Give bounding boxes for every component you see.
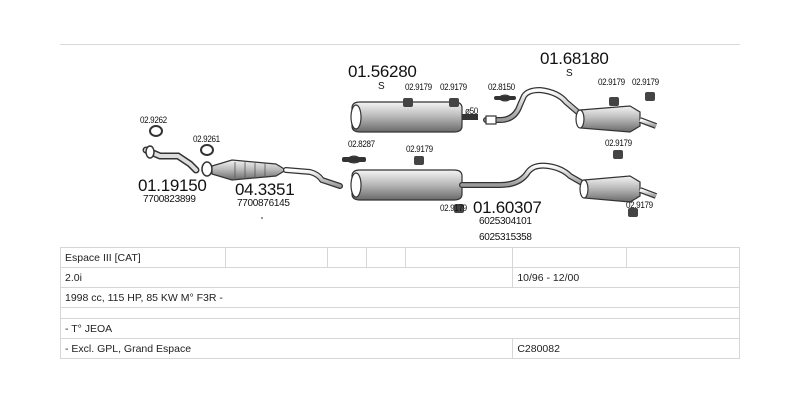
part-number-01-68180: 01.68180 bbox=[540, 49, 609, 68]
production-years: 10/96 - 12/00 bbox=[517, 271, 580, 284]
part-number-01-60307: 01.60307 bbox=[473, 198, 542, 217]
part-number-04-3351: 04.3351 bbox=[235, 180, 295, 199]
part-number-02-9179-d: 02.9179 bbox=[632, 77, 659, 87]
middle-silencer-01-60307[interactable] bbox=[350, 162, 587, 201]
part-number-02-9179-a: 02.9179 bbox=[405, 82, 432, 92]
part-number-02-9179-e: 02.9179 bbox=[406, 144, 433, 154]
pipe-upper bbox=[483, 86, 583, 125]
clamp-02-9179-d[interactable] bbox=[645, 92, 655, 101]
oem-number-7700823899: 7700823899 bbox=[143, 194, 196, 205]
top-divider bbox=[60, 44, 740, 45]
part-number-02-8150: 02.8150 bbox=[488, 82, 515, 92]
hanger-02-8287[interactable] bbox=[342, 155, 366, 164]
engine: 2.0i bbox=[65, 271, 82, 284]
engine-details: 1998 cc, 115 HP, 85 KW M° F3R - bbox=[65, 291, 223, 304]
part-number-02-9262: 02.9262 bbox=[140, 115, 167, 125]
spec-table: Espace III [CAT] 2.0i 10/96 - 12/00 1998… bbox=[59, 247, 741, 359]
part-number-02-9179-g: 02.9179 bbox=[626, 200, 653, 210]
part-number-02-9179-h: 02.9179 bbox=[440, 203, 467, 213]
rear-silencer-lower[interactable] bbox=[579, 175, 658, 203]
part-number-01-56280: 01.56280 bbox=[348, 62, 417, 81]
clamp-02-9179-g[interactable] bbox=[628, 208, 638, 217]
gasket-02-9262[interactable] bbox=[149, 125, 163, 137]
model-name: Espace III [CAT] bbox=[65, 251, 141, 264]
note-1: - T° JEOA bbox=[65, 322, 113, 335]
clamp-02-9179-a[interactable] bbox=[403, 98, 413, 107]
catalyst-04-3351[interactable] bbox=[201, 159, 343, 189]
hanger-02-8150[interactable] bbox=[494, 94, 516, 102]
clamp-02-9179-e[interactable] bbox=[414, 156, 424, 165]
part-number-02-8287: 02.8287 bbox=[348, 139, 375, 149]
s-marker-1: S bbox=[378, 81, 385, 92]
note-2: - Excl. GPL, Grand Espace bbox=[65, 342, 192, 355]
oem-number-6025315358: 6025315358 bbox=[479, 232, 532, 243]
clamp-02-9179-c[interactable] bbox=[609, 97, 619, 106]
catalog-code: C280082 bbox=[517, 342, 560, 355]
part-number-02-9179-c: 02.9179 bbox=[598, 77, 625, 87]
gasket-02-9261[interactable] bbox=[200, 144, 214, 156]
model-cell: Espace III [CAT] bbox=[59, 247, 227, 268]
rear-silencer-01-68180[interactable] bbox=[575, 105, 658, 133]
clamp-02-9179-b[interactable] bbox=[449, 98, 459, 107]
s-marker-2: S bbox=[566, 68, 573, 79]
part-number-01-19150: 01.19150 bbox=[138, 176, 207, 195]
front-pipe-01-19150[interactable] bbox=[142, 145, 200, 174]
oem-number-6025304101: 6025304101 bbox=[479, 216, 532, 227]
oem-number-7700876145: 7700876145 bbox=[237, 198, 290, 209]
clamp-02-9179-h[interactable] bbox=[454, 204, 464, 213]
middle-silencer-01-56280[interactable] bbox=[350, 101, 478, 133]
exhaust-diagram bbox=[142, 86, 658, 219]
diameter-50: ø50 bbox=[465, 106, 478, 116]
part-number-02-9261: 02.9261 bbox=[193, 134, 220, 144]
part-number-02-9179-f: 02.9179 bbox=[605, 138, 632, 148]
clamp-02-9179-f[interactable] bbox=[613, 150, 623, 159]
part-number-02-9179-b: 02.9179 bbox=[440, 82, 467, 92]
